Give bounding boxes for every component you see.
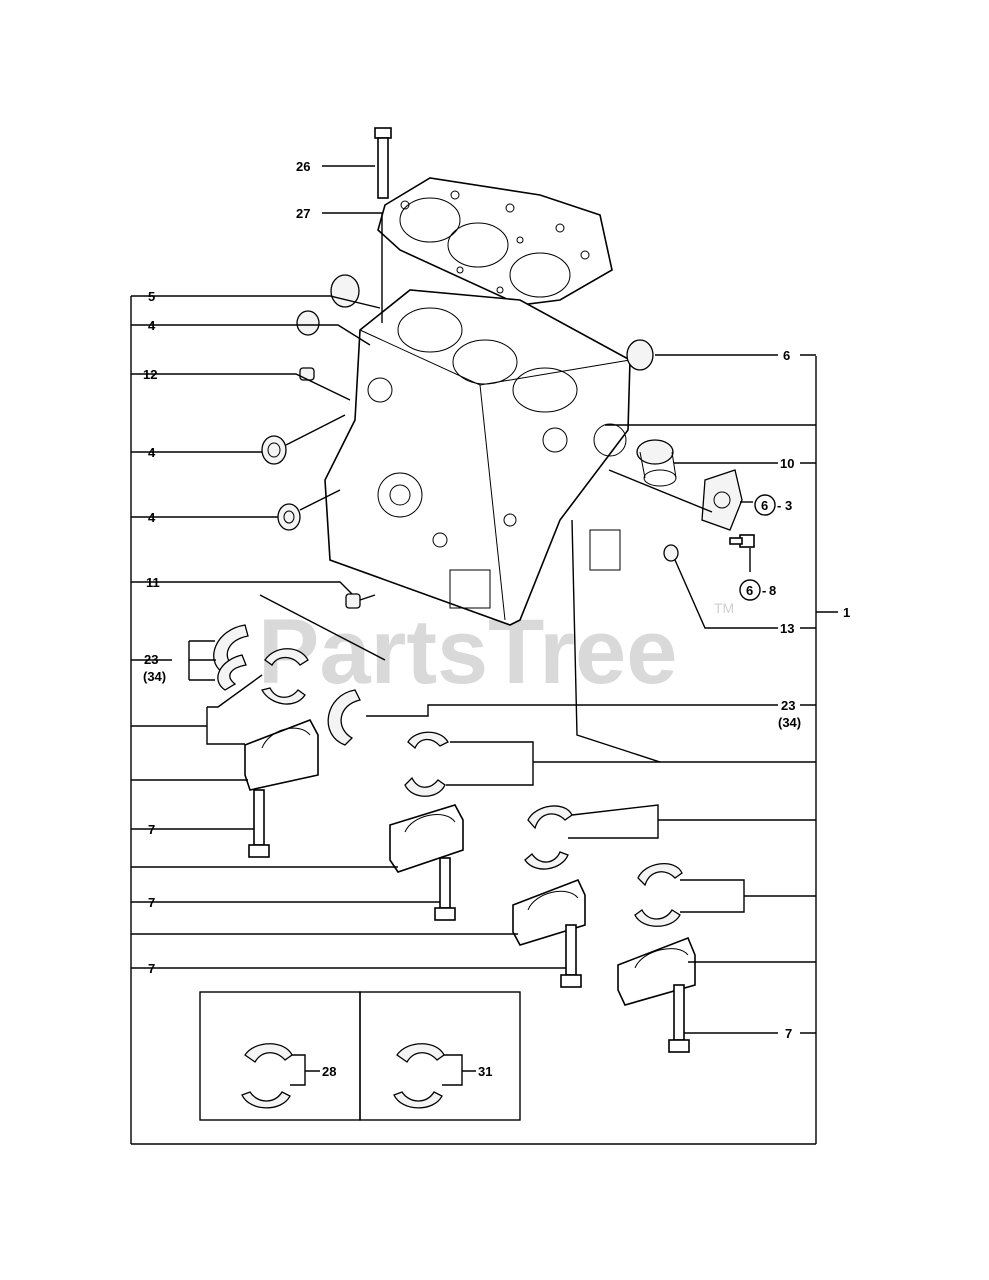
ref-circle-6-3 (754, 494, 776, 516)
oring-13 (663, 544, 679, 562)
bearing-shell-4 (634, 862, 683, 927)
leader-lines (131, 165, 838, 1086)
watermark: PartsTree (258, 601, 677, 703)
label-1: 1 (843, 605, 850, 620)
bearing-cap-2 (389, 804, 464, 873)
label-12: 12 (143, 367, 157, 382)
ref-circle-6-8 (739, 579, 761, 601)
label-4-c: 4 (148, 510, 156, 525)
label-23-b: 23 (781, 698, 795, 713)
option-box-28 (199, 991, 361, 1121)
plug-5 (330, 274, 360, 308)
seal-4-b-inner (283, 510, 295, 524)
label-23-b-alt: (34) (778, 715, 801, 730)
label-6-8-suffix: 8 (769, 583, 776, 598)
bearing-cap-1 (244, 718, 319, 791)
label-4-a: 4 (148, 318, 156, 333)
label-7-d: 7 (785, 1026, 792, 1041)
label-27: 27 (296, 206, 310, 221)
label-11: 11 (146, 575, 160, 590)
option-box-31 (359, 991, 521, 1121)
label-7-a: 7 (148, 822, 155, 837)
main-bolt-3 (560, 924, 582, 988)
watermark-trademark: TM (714, 600, 734, 616)
label-23-a-alt: (34) (143, 669, 166, 684)
thrust-washer-left-b (217, 654, 247, 691)
plug-4-top (296, 310, 320, 336)
label-6-8-dash: - (762, 583, 766, 598)
label-6-8-circle: 6 (746, 583, 753, 598)
label-4-b: 4 (148, 445, 156, 460)
seal-4-b (277, 503, 301, 531)
plug-12 (299, 367, 315, 381)
label-7-b: 7 (148, 895, 155, 910)
cover-bolt (729, 534, 755, 548)
label-6-3-suffix: 3 (785, 498, 792, 513)
bearing-shell-2 (404, 731, 449, 797)
label-6-3-circle: 6 (761, 498, 768, 513)
label-26: 26 (296, 159, 310, 174)
left-bracket (130, 296, 816, 1145)
main-bolt-4 (668, 984, 690, 1053)
thrust-washer-right (327, 689, 361, 746)
label-28: 28 (322, 1064, 336, 1079)
seal-4-a-inner (267, 442, 281, 458)
label-10: 10 (780, 456, 794, 471)
head-gasket (377, 177, 613, 306)
label-6: 6 (783, 348, 790, 363)
label-31: 31 (478, 1064, 492, 1079)
label-23-a: 23 (144, 652, 158, 667)
cover-plate-hole (713, 491, 731, 509)
seal-4-a (261, 435, 287, 465)
plug-11 (345, 593, 361, 609)
cylinder-block (324, 289, 631, 626)
label-13: 13 (780, 621, 794, 636)
main-bolt-1 (248, 789, 270, 858)
bushing-10 (636, 439, 677, 487)
bearing-shell-3 (524, 805, 573, 870)
cover-plate (701, 469, 743, 531)
bearing-shell-1 (261, 648, 309, 705)
label-6-3-dash: - (777, 498, 781, 513)
main-bolt-2 (434, 857, 456, 921)
plug-6 (626, 339, 654, 371)
label-5: 5 (148, 289, 155, 304)
head-bolt (374, 127, 392, 199)
label-7-c: 7 (148, 961, 155, 976)
